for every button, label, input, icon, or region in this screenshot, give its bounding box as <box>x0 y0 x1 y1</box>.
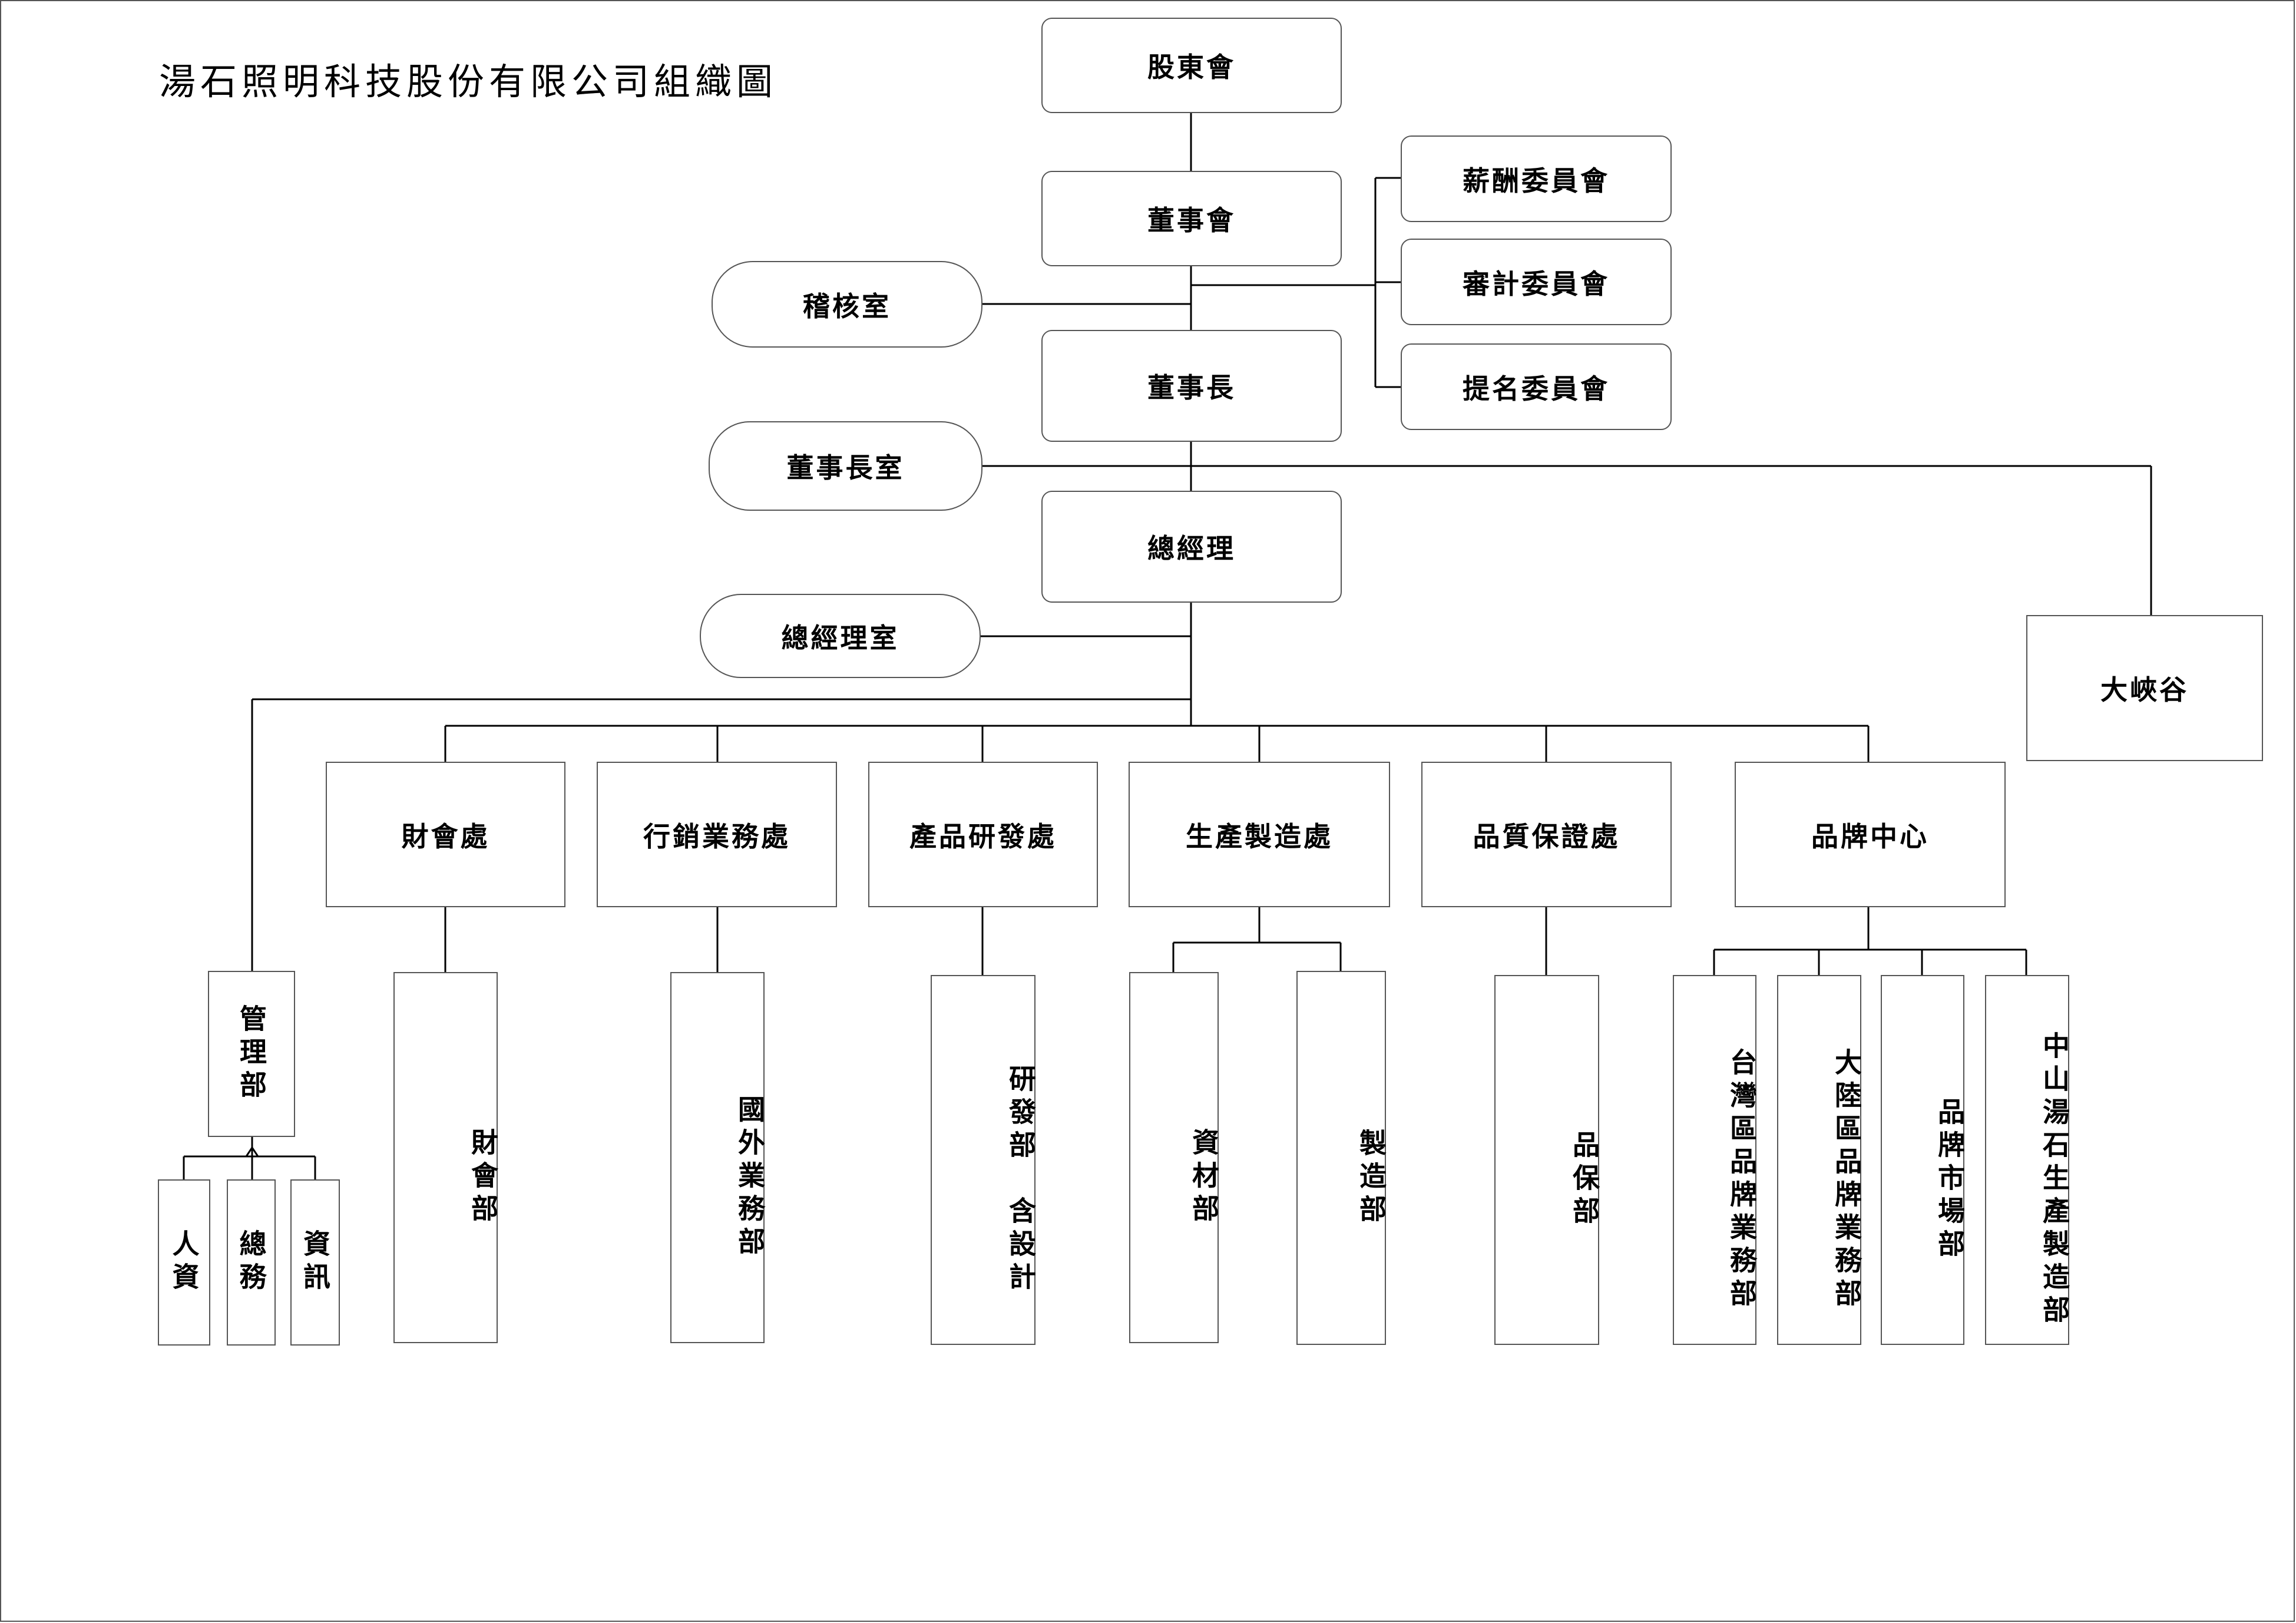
node-gm-office: 總經理室 <box>700 594 981 678</box>
node-qa-division: 品質保證處 <box>1421 762 1672 907</box>
node-rd-division: 產品研發處 <box>868 762 1098 907</box>
node-marketing-division: 行銷業務處 <box>597 762 837 907</box>
node-admin-department: 管理部 <box>208 971 295 1137</box>
node-audit-committee: 審計委員會 <box>1401 239 1672 325</box>
node-manufacturing-department: 製造部 <box>1296 971 1387 1345</box>
node-compensation-committee: 薪酬委員會 <box>1401 135 1672 222</box>
node-nomination-committee: 提名委員會 <box>1401 343 1672 430</box>
node-board: 董事會 <box>1041 171 1342 266</box>
node-rd-department: 研發部 含設計 <box>931 975 1037 1345</box>
node-zhongshan-department: 中山湯石生產製造部 <box>1985 975 2070 1345</box>
node-general-manager: 總經理 <box>1041 491 1342 603</box>
node-hr: 人資 <box>158 1179 210 1346</box>
node-finance-department: 財會部 <box>393 972 499 1343</box>
node-finance-division: 財會處 <box>326 762 565 907</box>
node-chairman-office: 董事長室 <box>709 421 982 511</box>
node-general-affairs: 總務 <box>227 1179 276 1346</box>
node-intl-sales-department: 國外業務部 <box>670 972 766 1343</box>
node-brand-market-department: 品牌市場部 <box>1881 975 1966 1345</box>
node-daxiagu: 大峽谷 <box>2026 615 2263 761</box>
node-materials-department: 資材部 <box>1129 972 1220 1343</box>
node-chairman: 董事長 <box>1041 330 1342 442</box>
chart-title: 湯石照明科技股份有限公司組織圖 <box>159 60 778 103</box>
node-mainland-brand-department: 大陸區品牌業務部 <box>1777 975 1862 1345</box>
node-production-division: 生產製造處 <box>1129 762 1390 907</box>
node-audit-office: 稽核室 <box>712 261 982 348</box>
node-brand-center: 品牌中心 <box>1735 762 2006 907</box>
node-taiwan-brand-department: 台灣區品牌業務部 <box>1673 975 1758 1345</box>
node-qa-department: 品保部 <box>1494 975 1600 1345</box>
node-shareholders: 股東會 <box>1041 18 1342 113</box>
node-it: 資訊 <box>290 1179 340 1346</box>
